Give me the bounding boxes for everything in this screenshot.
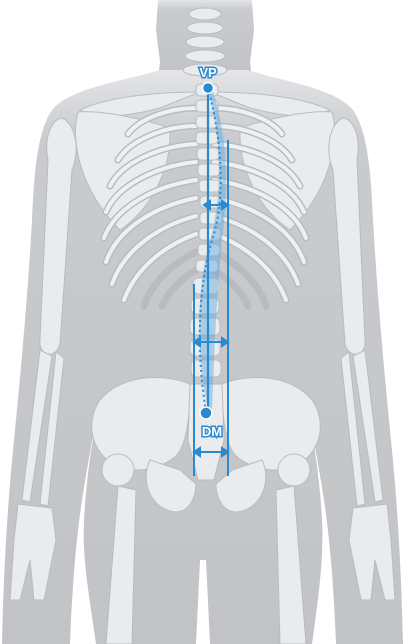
vp-label: VP <box>199 65 217 80</box>
dm-label: DM <box>202 424 222 439</box>
